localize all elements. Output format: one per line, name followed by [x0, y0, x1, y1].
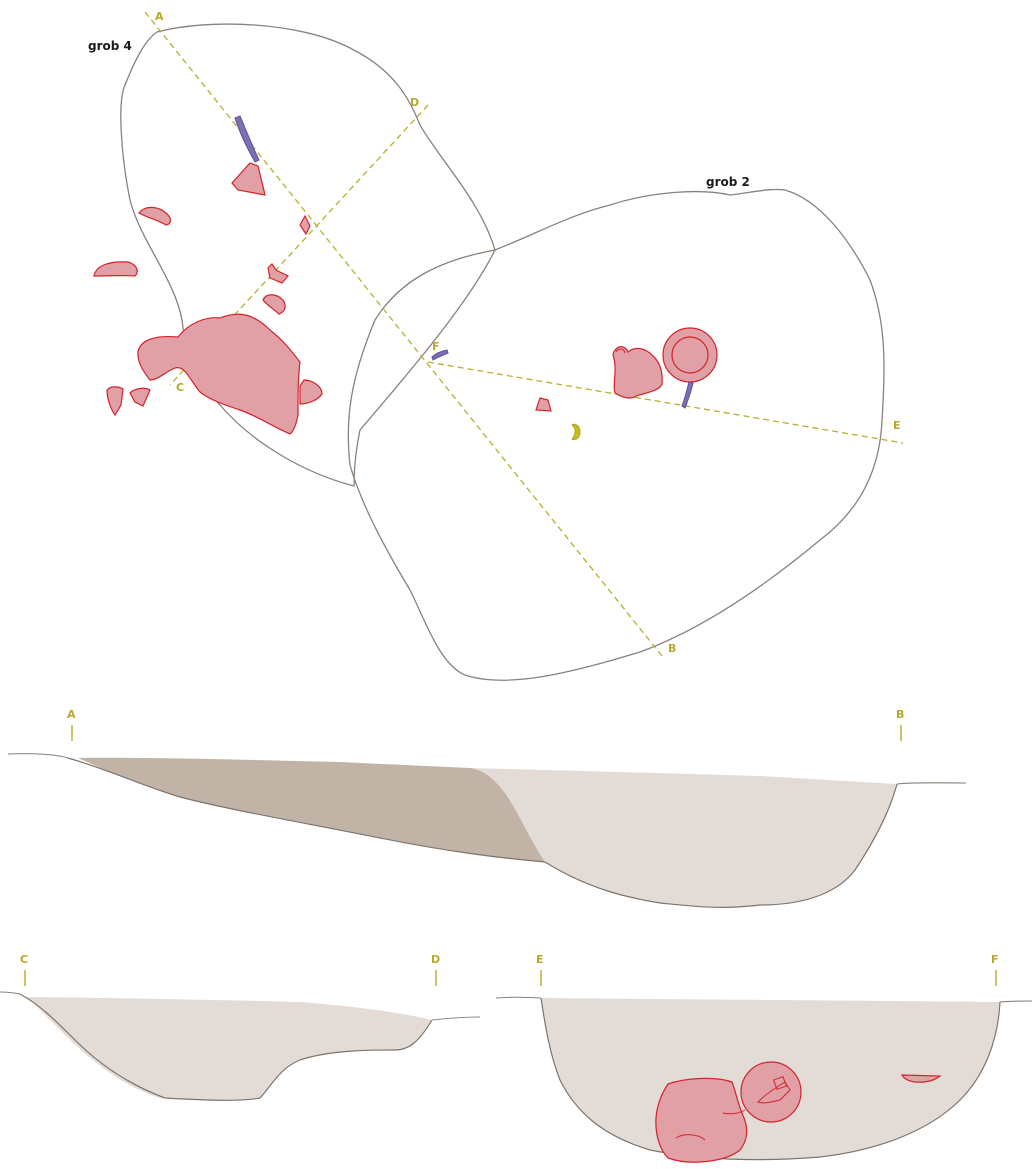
ceramic-fragment: [299, 379, 323, 405]
section-line-ab: [144, 11, 663, 657]
section-ef-ground: [495, 996, 1032, 1003]
ceramic-fragment-section: [901, 1074, 942, 1083]
bowl-rim: [671, 336, 709, 374]
jug-detail: [675, 1134, 706, 1141]
section-cd-label-d: D: [431, 953, 440, 966]
section-ef-pit-edge: [540, 997, 1001, 1161]
section-ab-label-a: A: [67, 708, 76, 721]
ceramic-fragment: [138, 206, 172, 226]
section-ab-pit-edge: [67, 757, 898, 908]
grave-2-label: grob 2: [706, 175, 750, 189]
ceramic-fragment: [129, 387, 151, 407]
section-ab-ground: [7, 753, 967, 785]
ceramic-fragment: [535, 397, 552, 412]
jug-handle: [615, 348, 626, 354]
plan-label-e: E: [893, 419, 901, 432]
ceramic-fragment: [231, 162, 266, 196]
section-ab: A B: [7, 708, 967, 908]
section-line-cd: [169, 104, 429, 386]
plan-label-f: F: [432, 340, 440, 353]
plan-view: A B C D E F grob 4 grob 2: [88, 10, 904, 681]
metal-object: [571, 423, 581, 441]
bone-fragment: [431, 349, 449, 361]
bowl-vessel: [662, 327, 718, 383]
bowl-detail: [772, 1075, 788, 1091]
jug-detail: [722, 1109, 746, 1115]
section-ab-label-b: B: [896, 708, 904, 721]
plan-label-a: A: [155, 10, 164, 23]
section-cd-ground: [0, 991, 481, 1021]
grave-2-outline: [347, 188, 885, 681]
section-cd-label-c: C: [20, 953, 28, 966]
bowl-detail: [757, 1081, 791, 1104]
section-ef-label-f: F: [991, 953, 999, 966]
grave-4-label: grob 4: [88, 39, 132, 53]
ceramic-fragment: [299, 214, 311, 236]
plan-label-d: D: [410, 96, 419, 109]
bone-fragment: [234, 115, 260, 163]
section-cd-pit-edge: [19, 993, 433, 1101]
section-ef: E F: [495, 953, 1032, 1163]
jug-vessel-section: [655, 1077, 748, 1163]
bowl-vessel-section: [740, 1061, 802, 1123]
section-ab-fill-dark: [78, 757, 545, 862]
ceramic-fragment: [93, 261, 138, 277]
ceramic-fragment-large: [137, 313, 301, 435]
section-cd: C D: [0, 953, 481, 1101]
section-ab-fill-light: [470, 768, 897, 908]
plan-label-b: B: [668, 642, 676, 655]
jug-vessel: [612, 346, 663, 399]
bone-fragment: [681, 381, 694, 409]
grave-4-outline: [120, 23, 496, 487]
section-line-ef: [427, 361, 904, 444]
section-cd-fill: [25, 997, 432, 1101]
section-ef-label-e: E: [536, 953, 544, 966]
ceramic-fragment: [267, 263, 289, 284]
ceramic-fragment: [106, 386, 124, 417]
plan-label-c: C: [176, 381, 184, 394]
ceramic-fragment: [262, 294, 286, 315]
